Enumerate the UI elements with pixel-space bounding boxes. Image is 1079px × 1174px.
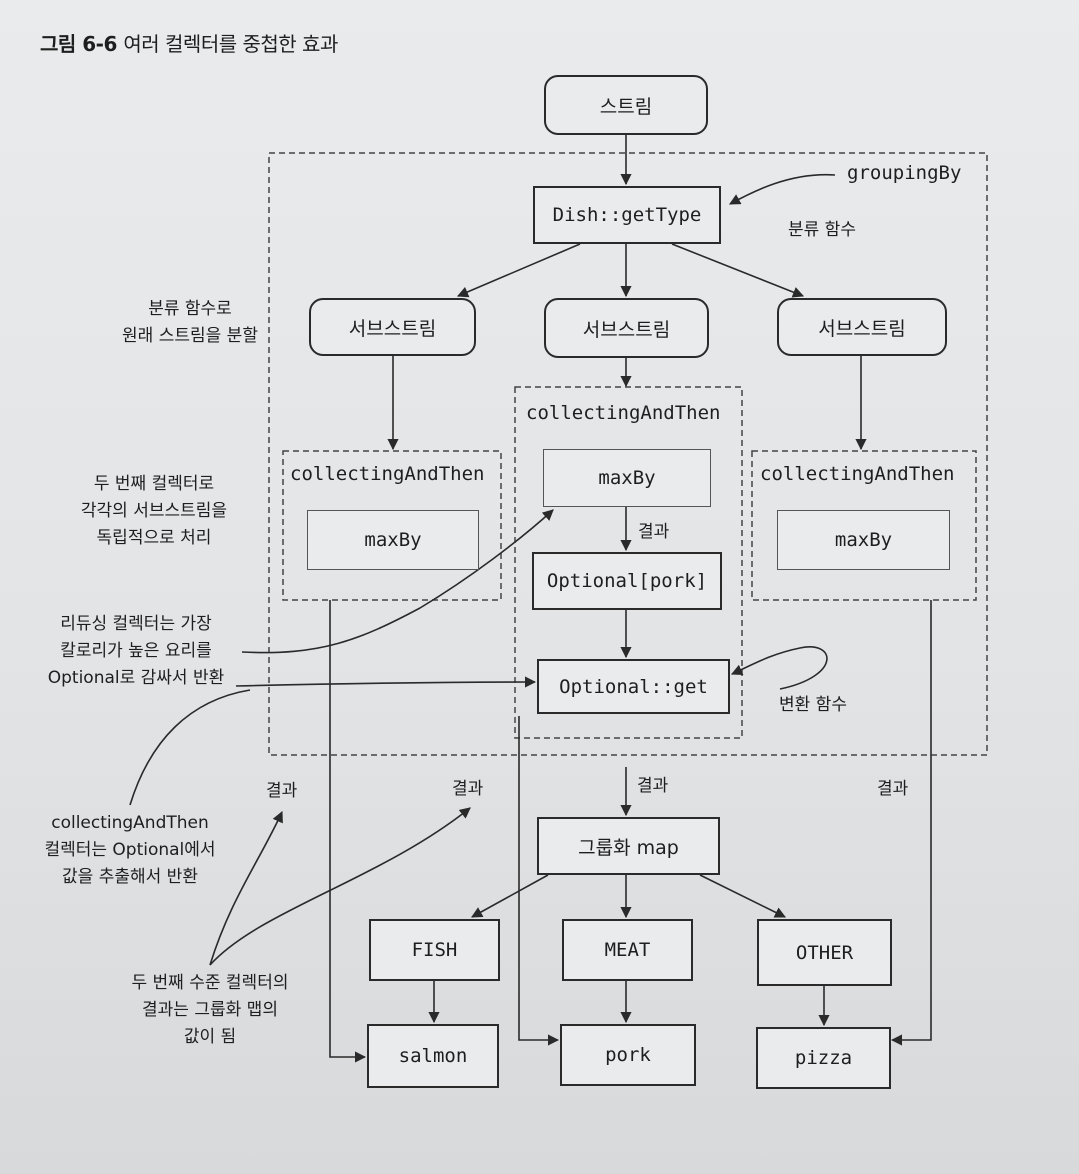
- stream-label: 스트림: [599, 95, 653, 118]
- figure-number: 그림 6-6: [40, 32, 117, 56]
- max-by-node-left: maxBy: [307, 510, 479, 570]
- note-second-collector-line-1: 두 번째 컬렉터로: [93, 474, 215, 494]
- note-collecting-and-then-line-1: collectingAndThen: [51, 813, 209, 833]
- classifier-label: 분류 함수: [788, 220, 856, 240]
- max-by-label-right: maxBy: [834, 529, 893, 551]
- substream-node-center: 서브스트림: [544, 298, 709, 358]
- optional-pork-node: Optional[pork]: [532, 552, 722, 610]
- max-by-label-center: maxBy: [598, 467, 656, 489]
- substream-label-right: 서브스트림: [818, 317, 906, 340]
- substream-node-right: 서브스트림: [777, 298, 947, 356]
- optional-get-label: Optional::get: [559, 675, 708, 698]
- substream-node-left: 서브스트림: [309, 298, 476, 356]
- note-second-collector-line-2: 각각의 서브스트림을: [80, 501, 228, 521]
- result-label-center: 결과: [637, 776, 669, 796]
- stream-node: 스트림: [544, 75, 708, 135]
- collecting-and-then-label-right: collectingAndThen: [760, 463, 955, 485]
- result-label-maxby: 결과: [638, 522, 670, 542]
- collecting-and-then-box-left: [282, 450, 502, 601]
- note-collecting-and-then-line-3: 값을 추출해서 반환: [62, 867, 198, 887]
- note-reducing-line-2: 칼로리가 높은 요리를: [60, 641, 212, 661]
- note-second-level: 두 번째 수준 컬렉터의 결과는 그룹화 맵의 값이 됨: [100, 970, 320, 1051]
- transformer-label: 변환 함수: [779, 695, 847, 715]
- max-by-node-center: maxBy: [543, 449, 711, 507]
- get-type-node: Dish::getType: [533, 186, 721, 244]
- value-node-salmon: salmon: [367, 1024, 499, 1088]
- note-reducing-line-3: Optional로 감싸서 반환: [47, 668, 225, 688]
- note-collecting-and-then: collectingAndThen 컬렉터는 Optional에서 값을 추출해…: [30, 810, 230, 891]
- value-label-pizza: pizza: [794, 1047, 853, 1069]
- max-by-label-left: maxBy: [364, 529, 422, 551]
- collecting-and-then-label-center: collectingAndThen: [526, 402, 721, 424]
- value-label-salmon: salmon: [398, 1045, 468, 1067]
- key-label-fish: FISH: [411, 939, 458, 961]
- get-type-label: Dish::getType: [552, 204, 702, 226]
- note-split: 분류 함수로 원래 스트림을 분할: [90, 296, 290, 350]
- optional-pork-label: Optional[pork]: [546, 570, 708, 592]
- substream-label-left: 서브스트림: [348, 317, 437, 340]
- value-node-pork: pork: [560, 1024, 696, 1086]
- note-split-line-2: 원래 스트림을 분할: [122, 326, 258, 346]
- max-by-node-right: maxBy: [777, 510, 950, 570]
- figure-title: 그림 6-6 여러 컬렉터를 중첩한 효과: [40, 28, 338, 57]
- substream-label-center: 서브스트림: [582, 318, 671, 341]
- grouping-by-label: groupingBy: [847, 162, 962, 184]
- value-label-pork: pork: [605, 1044, 651, 1066]
- note-reducing: 리듀싱 컬렉터는 가장 칼로리가 높은 요리를 Optional로 감싸서 반환: [26, 611, 246, 692]
- result-label-right: 결과: [877, 779, 909, 799]
- key-label-meat: MEAT: [604, 939, 651, 961]
- note-second-level-line-2: 결과는 그룹화 맵의: [142, 1000, 278, 1020]
- note-reducing-line-1: 리듀싱 컬렉터는 가장: [60, 614, 212, 634]
- result-label-center-left: 결과: [452, 779, 484, 799]
- note-second-collector-line-3: 독립적으로 처리: [96, 528, 212, 548]
- result-label-left: 결과: [266, 781, 298, 801]
- note-second-level-line-3: 값이 됨: [183, 1027, 237, 1047]
- figure-caption: 여러 컬렉터를 중첩한 효과: [123, 32, 338, 56]
- key-node-fish: FISH: [369, 919, 500, 981]
- note-collecting-and-then-line-2: 컬렉터는 Optional에서: [44, 840, 216, 860]
- value-node-pizza: pizza: [756, 1027, 891, 1089]
- note-split-line-1: 분류 함수로: [148, 299, 232, 319]
- collecting-and-then-label-left: collectingAndThen: [290, 463, 485, 485]
- collecting-and-then-box-right: [751, 450, 977, 601]
- grouping-map-label: 그룹화 map: [578, 836, 679, 859]
- key-node-other: OTHER: [757, 919, 892, 986]
- note-second-collector: 두 번째 컬렉터로 각각의 서브스트림을 독립적으로 처리: [54, 471, 254, 552]
- key-label-other: OTHER: [795, 941, 854, 964]
- note-second-level-line-1: 두 번째 수준 컬렉터의: [131, 973, 289, 993]
- optional-get-node: Optional::get: [537, 659, 730, 714]
- grouping-map-node: 그룹화 map: [537, 817, 720, 875]
- key-node-meat: MEAT: [562, 919, 693, 981]
